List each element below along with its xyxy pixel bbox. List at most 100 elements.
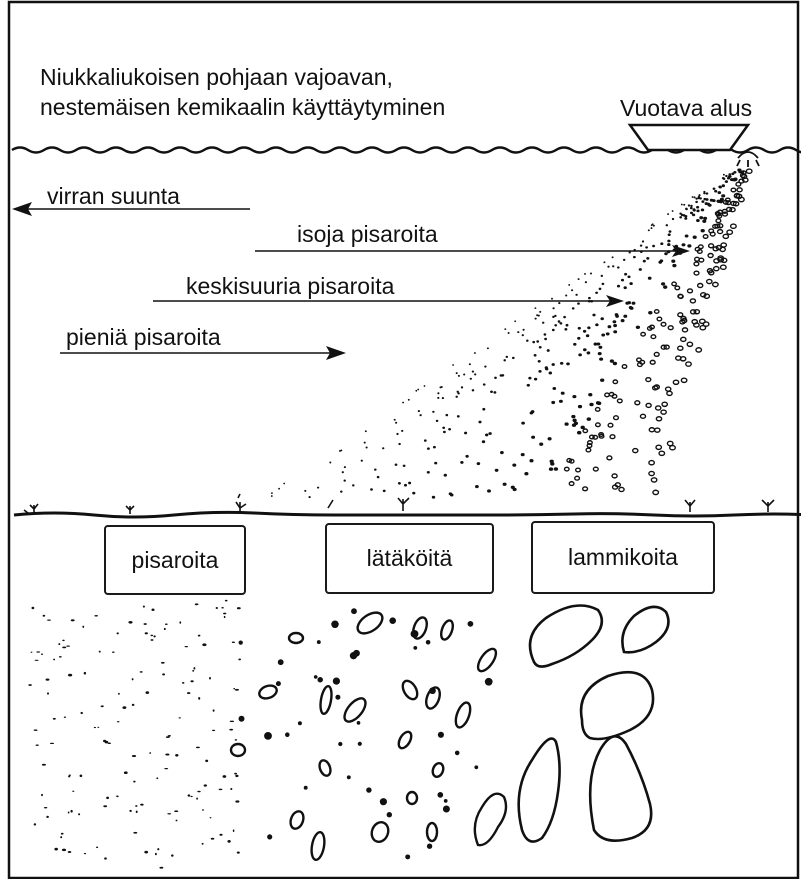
droplet [667,250,671,253]
droplet [577,337,580,340]
droplet [580,426,584,430]
droplet [413,646,417,650]
droplet [501,374,504,376]
seafloor-plant [236,494,246,512]
droplet [382,447,384,449]
droplet [718,191,722,194]
droplet [659,451,664,455]
droplet [190,796,192,797]
droplet [365,430,367,432]
droplet [668,326,673,330]
droplet [304,786,308,790]
droplet [633,249,635,251]
droplet [223,613,226,615]
seafloor-plant [126,506,134,514]
droplet [740,171,744,175]
droplet [640,244,642,246]
droplet [237,607,241,609]
puddle [400,678,420,701]
droplet [504,328,506,330]
droplet [361,460,363,462]
droplet [705,198,708,201]
droplet [271,492,273,494]
droplet [162,673,165,675]
droplet [434,462,437,465]
droplet [47,619,51,620]
droplet [352,484,355,486]
droplet [442,397,444,399]
droplet [165,623,168,624]
leak-outflow [737,152,759,167]
droplet [721,194,725,197]
droplet [714,190,717,193]
puddle [231,744,245,756]
droplet [229,729,233,731]
droplet [47,692,49,694]
droplet [559,400,563,403]
puddle [289,633,303,643]
droplet [690,299,695,303]
droplet [653,225,655,227]
droplet [179,621,181,624]
pond-deposits [519,606,669,842]
droplet [572,395,576,398]
droplet [565,294,567,296]
droplet [617,285,620,288]
droplet [718,185,721,188]
droplet [353,650,360,657]
droplet [475,485,479,488]
droplet [527,384,530,387]
droplet [342,471,344,473]
droplet [586,334,589,337]
droplet [577,431,581,435]
droplet [132,678,134,680]
current-direction-label: virran suunta [47,185,180,208]
droplet [465,455,468,458]
droplet [606,332,610,335]
droplet [583,429,587,433]
droplet [439,386,441,388]
droplet [622,365,626,369]
puddle [369,820,391,844]
droplet [599,288,602,290]
puddle [407,792,417,804]
droplet [68,851,72,853]
droplet [697,250,702,254]
droplet [575,476,580,480]
droplet [159,867,163,869]
droplet [576,468,581,472]
droplet [651,224,653,226]
droplet [408,399,410,401]
droplet [394,419,396,421]
droplet [460,461,463,464]
droplet [592,314,595,317]
droplet [398,443,400,445]
droplet [694,310,699,314]
droplet [598,346,602,349]
droplet [612,474,617,478]
droplet [41,794,43,796]
droplet [718,230,723,234]
droplet [278,659,284,665]
droplet [164,628,166,630]
droplet [32,607,35,609]
droplet [654,352,659,356]
droplet [648,311,652,314]
droplet [144,851,148,854]
droplet [649,428,654,432]
droplet [156,777,158,779]
droplet [94,615,98,617]
droplet [676,248,680,251]
droplet [427,844,432,849]
droplet [633,449,638,453]
droplet [133,781,135,783]
droplet [651,335,656,339]
droplet [58,643,60,645]
droplet [589,403,593,407]
droplet [684,217,687,220]
droplet [78,813,80,815]
droplet [461,386,463,388]
droplet [683,204,685,206]
droplet [377,476,380,478]
droplet [569,482,574,486]
